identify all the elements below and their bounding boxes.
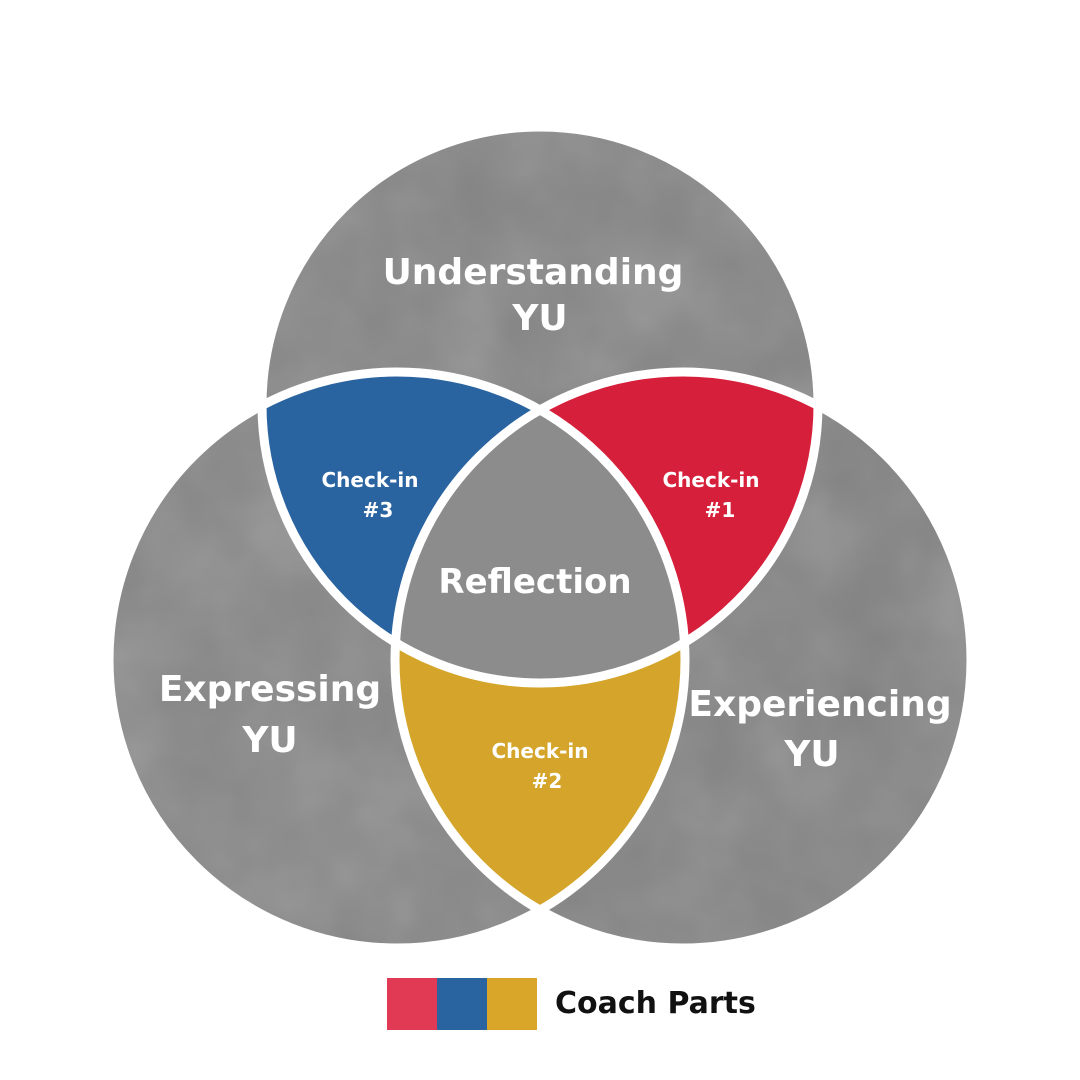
label-understanding: Understanding bbox=[383, 252, 684, 293]
label-check-in-3: Check-in bbox=[321, 468, 418, 492]
label-check-in-3-number: #3 bbox=[363, 498, 394, 522]
legend-label: Coach Parts bbox=[555, 986, 756, 1021]
label-understanding-yu: YU bbox=[511, 298, 567, 339]
legend-swatch-blue bbox=[437, 978, 487, 1030]
label-check-in-2: Check-in bbox=[491, 739, 588, 763]
legend-swatch-gold bbox=[487, 978, 537, 1030]
legend: Coach Parts bbox=[387, 978, 756, 1030]
label-expressing-yu: YU bbox=[241, 720, 297, 761]
label-expressing: Expressing bbox=[159, 669, 381, 710]
circle-outlines bbox=[104, 122, 976, 953]
label-reflection: Reflection bbox=[438, 562, 631, 602]
label-check-in-2-number: #2 bbox=[532, 769, 563, 793]
label-experiencing: Experiencing bbox=[688, 684, 951, 725]
label-check-in-1-number: #1 bbox=[705, 498, 736, 522]
label-experiencing-yu: YU bbox=[783, 734, 839, 775]
label-check-in-1: Check-in bbox=[662, 468, 759, 492]
legend-swatch-red bbox=[387, 978, 437, 1030]
